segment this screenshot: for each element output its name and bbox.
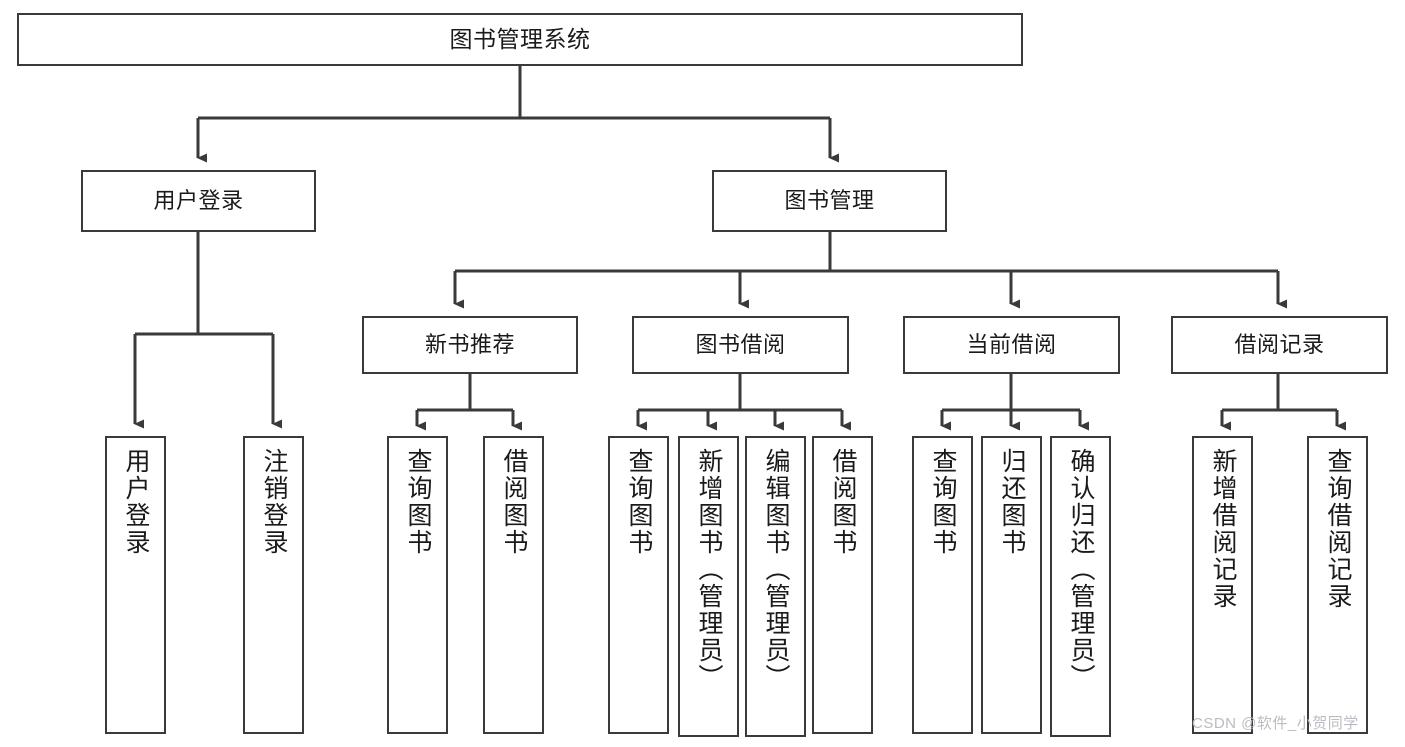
node-borrow-record[interactable]: 借阅记录 [1171, 316, 1388, 374]
node-label: 图书借阅 [695, 332, 786, 358]
watermark: CSDN @软件_小贺同学 [1192, 715, 1359, 732]
node-label: 编辑图书（管理员） [762, 448, 790, 691]
node-label: 借阅图书 [500, 448, 528, 556]
node-label: 注销登录 [260, 448, 288, 556]
node-label: 图书管理 [784, 188, 875, 214]
node-label: 确认归还（管理员） [1067, 448, 1095, 691]
node-label: 借阅图书 [829, 448, 857, 556]
node-label: 用户登录 [122, 448, 150, 556]
node-user-login[interactable]: 用户登录 [81, 170, 316, 232]
node-new-book-recommend[interactable]: 新书推荐 [362, 316, 578, 374]
node-root-system[interactable]: 图书管理系统 [17, 13, 1023, 66]
node-label: 用户登录 [153, 188, 244, 214]
node-label: 新书推荐 [424, 332, 515, 358]
node-label: 借阅记录 [1234, 332, 1325, 358]
leaf-add-book-admin[interactable]: 新增图书（管理员） [678, 436, 739, 737]
leaf-return-book[interactable]: 归还图书 [981, 436, 1042, 734]
node-label: 查询图书 [929, 448, 957, 556]
node-label: 当前借阅 [966, 332, 1057, 358]
node-label: 新增借阅记录 [1209, 448, 1237, 610]
node-label: 查询图书 [625, 448, 653, 556]
node-label: 查询图书 [404, 448, 432, 556]
leaf-logout[interactable]: 注销登录 [243, 436, 304, 734]
leaf-edit-book-admin[interactable]: 编辑图书（管理员） [745, 436, 806, 737]
leaf-query-borrow-record[interactable]: 查询借阅记录 [1307, 436, 1368, 734]
node-book-manage[interactable]: 图书管理 [712, 170, 947, 232]
leaf-add-borrow-record[interactable]: 新增借阅记录 [1192, 436, 1253, 734]
node-label: 归还图书 [998, 448, 1026, 556]
leaf-query-book-recommend[interactable]: 查询图书 [387, 436, 448, 734]
node-current-borrow[interactable]: 当前借阅 [903, 316, 1120, 374]
node-label: 新增图书（管理员） [695, 448, 723, 691]
node-book-borrow[interactable]: 图书借阅 [632, 316, 849, 374]
leaf-query-book-current[interactable]: 查询图书 [912, 436, 973, 734]
node-label: 查询借阅记录 [1324, 448, 1352, 610]
node-label: 图书管理系统 [449, 25, 591, 52]
leaf-borrow-book-borrow[interactable]: 借阅图书 [812, 436, 873, 734]
leaf-query-book-borrow[interactable]: 查询图书 [608, 436, 669, 734]
leaf-user-login[interactable]: 用户登录 [105, 436, 166, 734]
leaf-confirm-return-admin[interactable]: 确认归还（管理员） [1050, 436, 1111, 737]
leaf-borrow-book-recommend[interactable]: 借阅图书 [483, 436, 544, 734]
